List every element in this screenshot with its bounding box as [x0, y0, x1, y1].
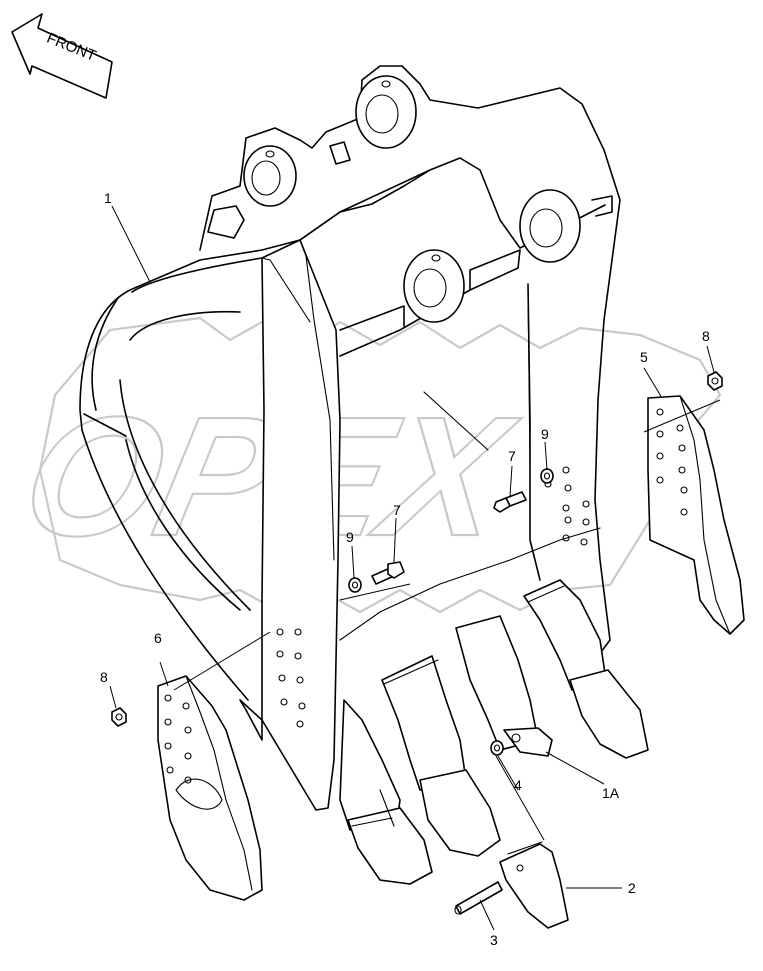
- bucket-body: [79, 65, 621, 811]
- callout-8-right: 8: [702, 328, 710, 344]
- tooth-row-item-4: [523, 579, 649, 759]
- right-side-cutter: [647, 395, 745, 635]
- tooth-row-item-1: [339, 699, 433, 885]
- callout-9-left: 9: [346, 529, 354, 545]
- leader-lines: [109, 205, 721, 931]
- washer-right: [540, 468, 554, 484]
- opex-watermark: OPEX: [7, 316, 722, 614]
- callout-7-left: 7: [393, 502, 401, 518]
- callout-2: 2: [628, 880, 636, 896]
- callout-3: 3: [490, 932, 498, 948]
- callout-1: 1: [104, 190, 112, 206]
- callout-labels: 1 5 8 9 7 7 9 6 8 4 1A 2 3: [100, 190, 710, 948]
- right-bolt-holes: [544, 466, 590, 546]
- tooth-part: [499, 841, 569, 929]
- nut-right: [707, 371, 723, 391]
- washer-left: [348, 577, 362, 593]
- bolt-left: [371, 561, 405, 585]
- lock-washer-part: [490, 740, 504, 756]
- front-direction-arrow: FRONT: [11, 13, 113, 99]
- callout-1a: 1A: [602, 785, 620, 801]
- callout-6: 6: [154, 630, 162, 646]
- tooth-row-item-2: [381, 655, 501, 857]
- adapters-and-teeth: [339, 579, 649, 885]
- tooth-row-item-3: [455, 615, 553, 757]
- callout-4: 4: [514, 777, 522, 793]
- callout-5: 5: [640, 349, 648, 365]
- bolt-right: [493, 491, 527, 513]
- left-bolt-holes: [276, 628, 306, 728]
- left-side-cutter: [157, 675, 263, 901]
- pin-part: [454, 881, 503, 915]
- nut-left: [111, 707, 127, 727]
- callout-7-right: 7: [508, 448, 516, 464]
- callout-8-left: 8: [100, 669, 108, 685]
- callout-9-right: 9: [541, 426, 549, 442]
